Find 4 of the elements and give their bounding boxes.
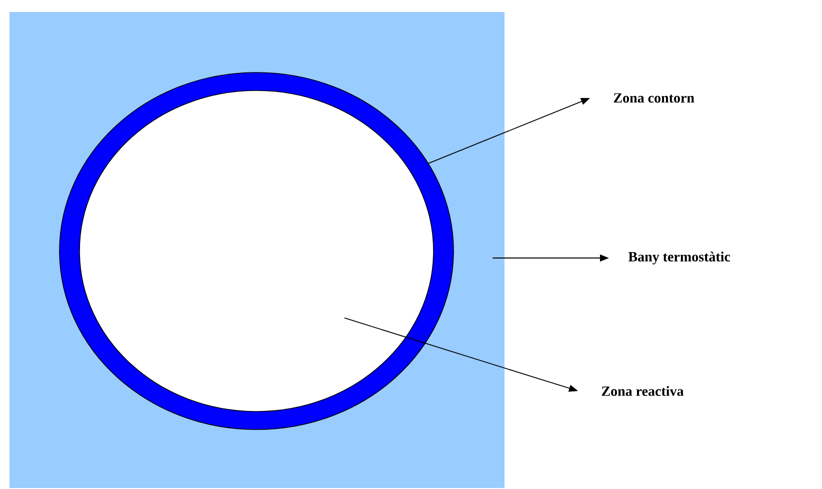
label-text: Zona contorn [614,93,694,103]
inner-ellipse [79,90,434,412]
label-text: Bany termostàtic [628,252,730,264]
label-text: Zona reactiva [602,386,684,396]
